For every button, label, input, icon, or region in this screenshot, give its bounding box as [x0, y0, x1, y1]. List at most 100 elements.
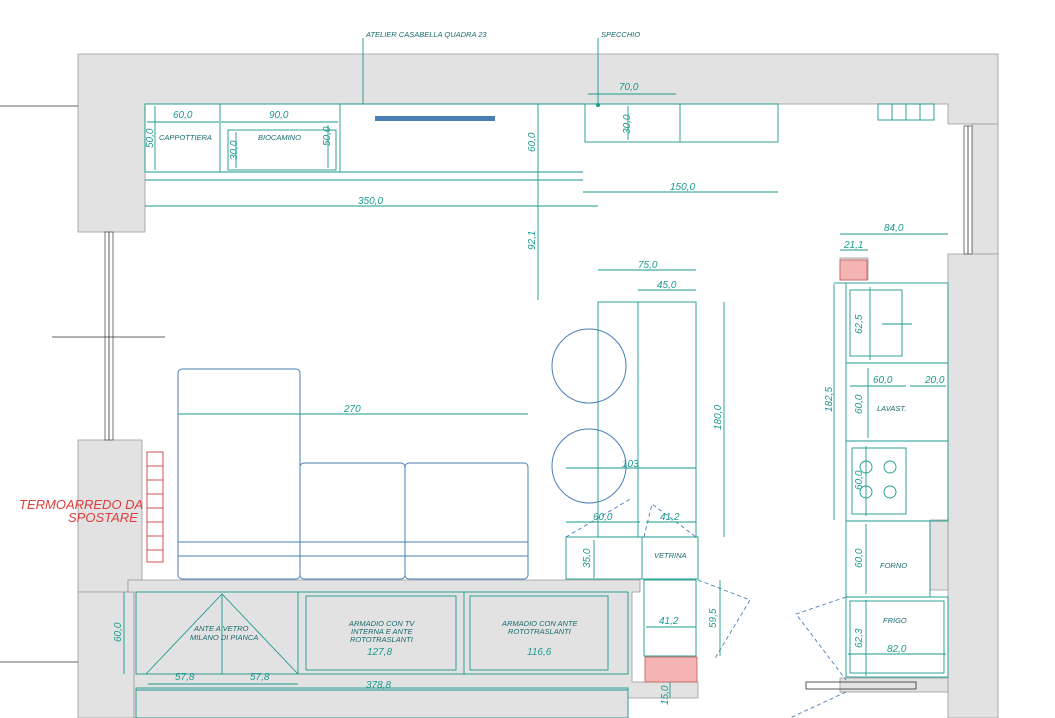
top-cabinets	[144, 103, 935, 181]
label-specchio: SPECCHIO	[601, 30, 640, 39]
cabinet-specchio	[584, 103, 779, 143]
dim-59-5: 59,5	[708, 608, 719, 628]
dim-41-2-top: 41,2	[660, 512, 680, 523]
tv-bar	[375, 116, 495, 121]
dim-82: 82,0	[887, 644, 907, 655]
sofa-seat-1	[299, 462, 406, 580]
wall-right-lower	[947, 253, 999, 718]
wall-bottom	[127, 579, 699, 718]
dim-350: 350,0	[358, 196, 383, 207]
dim-70: 70,0	[619, 82, 639, 93]
dim-127-8: 127,8	[367, 647, 392, 658]
label-lavast: LAVAST.	[877, 404, 906, 413]
wardrobe-tv	[305, 595, 457, 671]
dim-62-5: 62,5	[854, 314, 865, 334]
dim-57-8-a: 57,8	[175, 672, 195, 683]
dim-116-6: 116,6	[527, 647, 552, 658]
dim-60-k4: 60,0	[854, 548, 865, 568]
dim-60-k2: 60,0	[854, 394, 865, 414]
burner-4	[883, 485, 897, 499]
label-armadio-ante-2: ROTOTRASLANTI	[508, 627, 571, 636]
note-termoarredo-1: TERMOARREDO DA	[19, 497, 143, 512]
sofa-seat-2	[404, 462, 529, 580]
label-biocamino: BIOCAMINO	[258, 133, 301, 142]
radiator	[146, 451, 164, 563]
hob-inner	[851, 447, 907, 515]
wardrobe-ante	[469, 595, 609, 671]
door-swing-bottom	[789, 691, 847, 718]
sofa	[177, 368, 529, 580]
wardrobe-row	[135, 591, 629, 675]
wall-kitchen-side	[929, 519, 949, 591]
dim-57-8-b: 57,8	[250, 672, 270, 683]
label-ante-vetro-2: MILANO DI PIANCA	[190, 633, 258, 642]
label-armadio-tv-1: ARMADIO CON TV	[348, 619, 415, 628]
dimension-values: 60,0 90,0 50,0 30,0 50,0 60,0 70,0 30,0 …	[113, 82, 945, 705]
dim-15: 15,0	[660, 685, 671, 705]
dim-50-left: 50,0	[145, 128, 156, 148]
wall-kitchen-bottom	[839, 677, 949, 693]
label-armadio-tv-2: INTERNA E ANTE	[351, 627, 414, 636]
dim-75: 75,0	[638, 260, 658, 271]
stool-2	[551, 428, 627, 504]
dim-41-2-bottom: 41,2	[659, 616, 679, 627]
label-ante-vetro-1: ANTE A VETRO	[193, 624, 249, 633]
dim-30-bio: 30,0	[229, 140, 240, 160]
dim-35: 35,0	[582, 548, 593, 568]
dim-60-cappottiera: 60,0	[173, 110, 193, 121]
radiator-body	[146, 451, 164, 563]
kitchen-upper-inner	[849, 289, 903, 357]
label-frigo: FRIGO	[883, 616, 907, 625]
stools	[551, 328, 627, 504]
label-atelier: ATELIER CASABELLA QUADRA 23	[365, 30, 487, 39]
door-swing-2	[643, 503, 697, 538]
label-armadio-tv-3: ROTOTRASLANTI	[350, 635, 413, 644]
dim-378-8: 378,8	[366, 680, 391, 691]
door-swing-1	[565, 497, 633, 538]
dim-60-tv: 60,0	[527, 132, 538, 152]
label-forno: FORNO	[880, 561, 907, 570]
cabinet-biocamino	[227, 129, 337, 171]
dim-21: 21,1	[843, 240, 863, 251]
dim-62-3: 62,3	[854, 628, 865, 648]
dim-150: 150,0	[670, 182, 695, 193]
dim-180: 180,0	[713, 405, 724, 430]
dim-60-vetrina: 60,0	[593, 512, 613, 523]
kitchen-frigo	[845, 596, 949, 678]
pillar-bottom	[644, 656, 698, 683]
dim-45: 45,0	[657, 280, 677, 291]
dimension-lines	[123, 93, 948, 698]
pillar-top	[839, 259, 868, 281]
kitchen	[789, 282, 949, 718]
dim-50-bio: 50,0	[322, 126, 333, 146]
dim-182-5: 182,5	[824, 387, 835, 412]
text-labels: ATELIER CASABELLA QUADRA 23 SPECCHIO CAP…	[19, 30, 907, 644]
dim-92: 92,1	[527, 231, 538, 250]
label-cappottiera: CAPPOTTIERA	[159, 133, 212, 142]
label-vetrina: VETRINA	[654, 551, 687, 560]
frigo-swing	[795, 596, 847, 681]
vetrina-lower	[643, 579, 697, 657]
walls	[77, 53, 999, 718]
dim-84: 84,0	[884, 223, 904, 234]
dim-20: 20,0	[924, 375, 945, 386]
leader-dot	[596, 103, 600, 107]
burner-2	[883, 460, 897, 474]
dim-60-armadio: 60,0	[113, 622, 124, 642]
wall-left-lower	[77, 591, 135, 718]
lower-cabinet	[135, 687, 629, 718]
dim-90: 90,0	[269, 110, 289, 121]
note-termoarredo-2: SPOSTARE	[68, 510, 138, 525]
dim-60-k3: 60,0	[854, 470, 865, 490]
sofa-chaise	[177, 368, 301, 580]
wall-top-left	[77, 53, 999, 233]
wardrobes	[135, 591, 629, 718]
dim-270: 270	[343, 404, 361, 415]
threshold	[805, 681, 917, 690]
vetrina-block	[565, 536, 699, 580]
vetrina-unit	[565, 497, 751, 661]
frigo-inner	[849, 600, 945, 674]
dim-60-k1: 60,0	[873, 375, 893, 386]
windows	[0, 105, 973, 663]
